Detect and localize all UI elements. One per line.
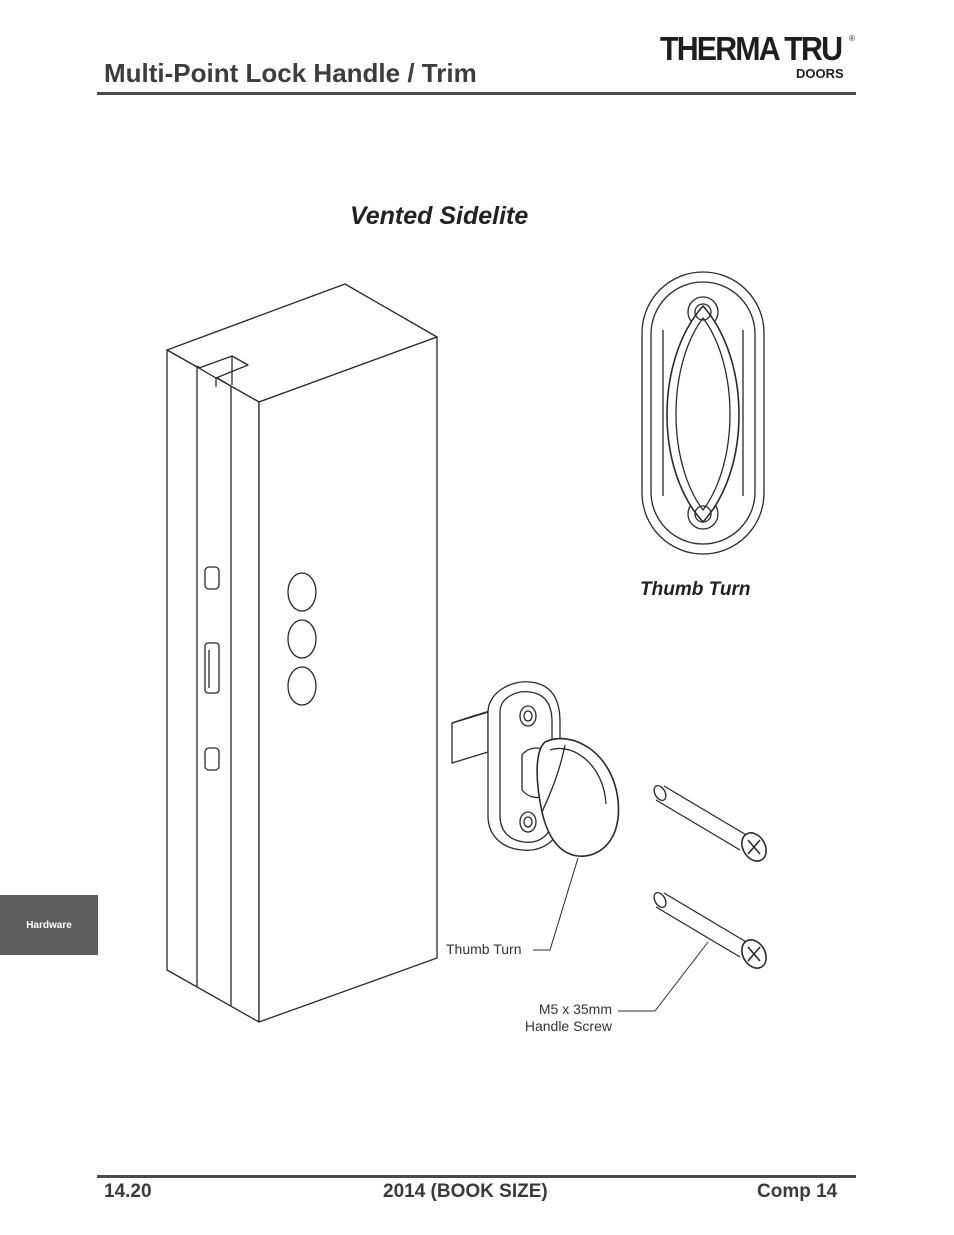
handle-screw-lower	[653, 891, 767, 969]
edition-label: 2014 (BOOK SIZE)	[383, 1181, 548, 1202]
section-tab-label: Hardware	[26, 919, 72, 931]
page-title: Multi-Point Lock Handle / Trim	[104, 58, 477, 88]
screw-callout: M5 x 35mm Handle Screw	[480, 1001, 612, 1035]
thumb-turn-heading: Thumb Turn	[640, 579, 751, 600]
page-number: 14.20	[104, 1181, 152, 1202]
thumb-turn-exploded-view	[451, 681, 620, 857]
handle-screw-upper	[653, 784, 767, 862]
therma-tru-logo: THERMA TRU ® DOORS	[660, 30, 860, 86]
section-title: Vented Sidelite	[350, 202, 529, 230]
thumb-turn-leader-line	[533, 857, 579, 951]
logo-registered-mark: ®	[849, 34, 855, 43]
screw-leader-line	[618, 941, 709, 1012]
footer-rule	[97, 1175, 856, 1178]
door-block-illustration	[166, 283, 438, 1023]
screw-callout-line1: M5 x 35mm	[538, 1001, 612, 1017]
thumb-turn-callout: Thumb Turn	[446, 941, 522, 957]
section-tab-hardware: Hardware	[0, 895, 98, 955]
screw-callout-line2: Handle Screw	[524, 1018, 612, 1034]
thumb-turn-front-view	[641, 271, 765, 555]
logo-subtitle: DOORS	[796, 66, 844, 81]
logo-wordmark: THERMA TRU	[660, 30, 843, 67]
header-rule	[97, 92, 856, 95]
component-label: Comp 14	[757, 1181, 838, 1202]
